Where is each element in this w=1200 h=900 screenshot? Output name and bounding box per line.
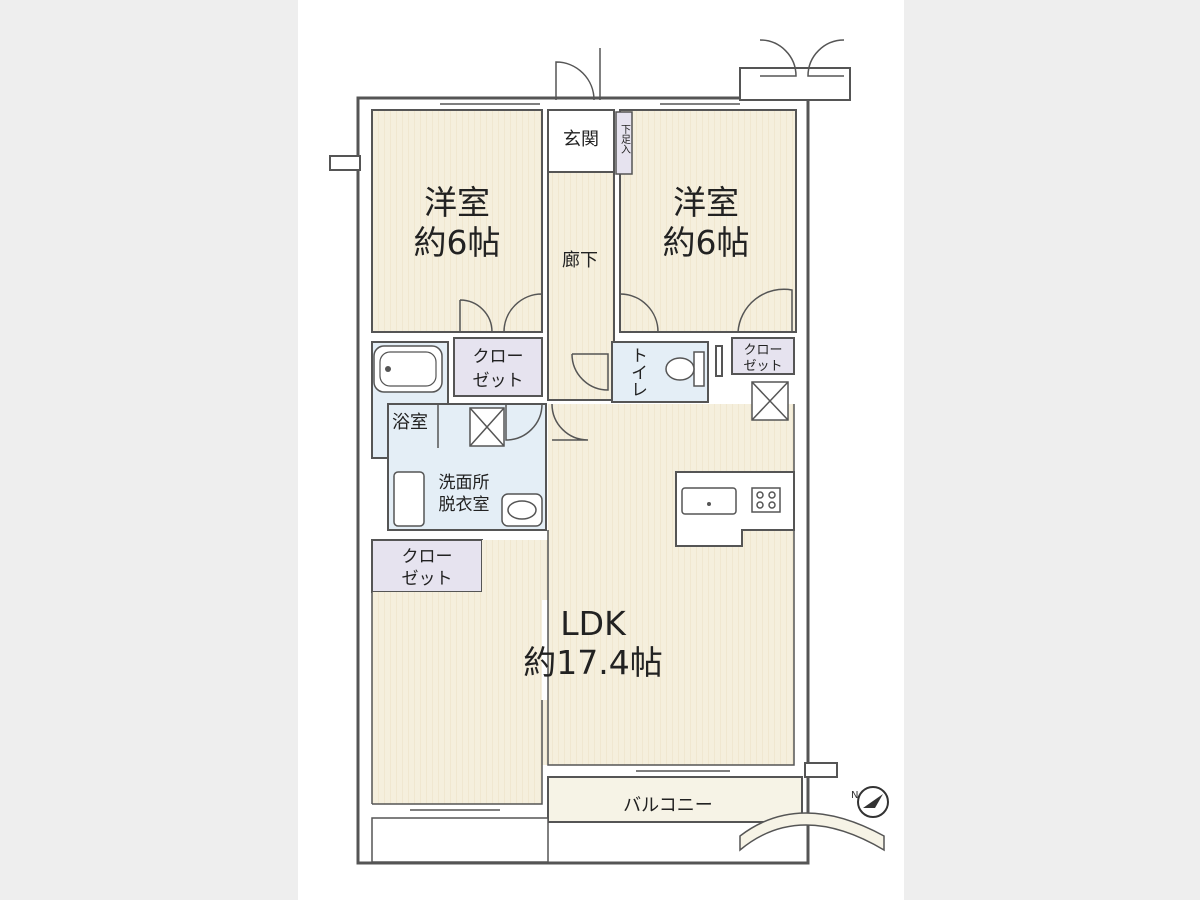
washing-machine-space	[469, 407, 505, 447]
wash-unit	[393, 471, 425, 527]
western-room-right-size: 約6帖	[663, 223, 750, 262]
bathtub-icon	[373, 345, 443, 393]
washroom-line1: 洗面所	[439, 473, 490, 493]
closet-left-top	[453, 337, 543, 397]
stove-icon	[751, 487, 781, 513]
svg-text:N: N	[851, 790, 858, 801]
shoe-storage	[615, 111, 633, 175]
kitchen-counter	[675, 471, 795, 547]
closet-ldk	[371, 539, 483, 593]
refrigerator-space	[751, 381, 789, 421]
shoe-storage-label: 下足入	[619, 124, 631, 154]
balcony-bay	[739, 812, 885, 852]
floor-plan-sheet: 洋室 約6帖 洋室 約6帖 LDK 約17.4帖 玄関 廊下 浴室 洗面所 脱衣…	[298, 0, 904, 900]
ldk-name: LDK	[560, 604, 627, 643]
western-room-left-size: 約6帖	[414, 223, 501, 262]
kitchen-sink-icon	[681, 487, 737, 515]
service-area	[371, 817, 549, 863]
north-arrow-icon: N	[851, 786, 889, 818]
bathroom-label: 浴室	[392, 412, 428, 433]
hallway-label: 廊下	[562, 250, 598, 271]
western-room-left-name: 洋室	[424, 183, 490, 222]
closet-right-line1: クロー	[743, 343, 782, 358]
floor-plan: 洋室 約6帖 洋室 約6帖 LDK 約17.4帖 玄関 廊下 浴室 洗面所 脱衣…	[329, 39, 889, 865]
closet-left-top-line2: ゼット	[473, 371, 524, 391]
window-marks	[410, 103, 740, 811]
western-room-right-name: 洋室	[673, 183, 739, 222]
entrance	[547, 109, 615, 173]
doors	[437, 39, 845, 448]
ldk-main	[542, 404, 794, 765]
closet-ldk-line1: クロー	[402, 547, 453, 567]
toilet-icon	[665, 351, 705, 387]
western-room-right	[619, 109, 797, 333]
toilet-label: トイレ	[627, 347, 647, 398]
closet-left-top-line1: クロー	[473, 347, 524, 367]
western-room-left	[371, 109, 543, 333]
washbasin-icon	[501, 493, 543, 527]
ldk-left-wing	[372, 592, 542, 804]
ldk-size: 約17.4帖	[523, 643, 662, 682]
entrance-label: 玄関	[563, 129, 599, 150]
washroom-line2: 脱衣室	[439, 495, 490, 515]
hallway	[547, 171, 615, 401]
ldk-connector	[482, 540, 548, 600]
closet-right	[731, 337, 795, 375]
closet-right-line2: ゼット	[743, 359, 782, 374]
balcony-label: バルコニー	[623, 795, 713, 816]
closet-ldk-line2: ゼット	[402, 569, 453, 589]
